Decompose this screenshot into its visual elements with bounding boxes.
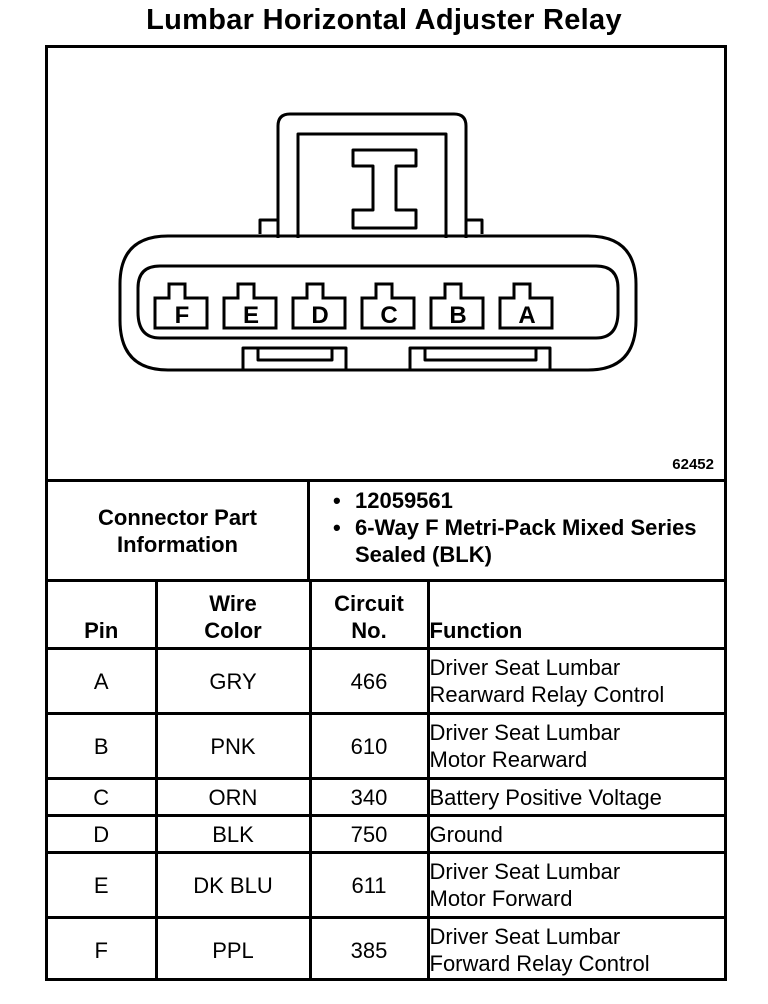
cell-circuit: 610 [308, 712, 430, 780]
cell-pin: C [48, 777, 158, 817]
pin-label-f: F [175, 302, 190, 329]
connector-body [118, 234, 638, 372]
cell-color: PNK [154, 712, 312, 780]
table-row: E DK BLU 611 Driver Seat Lumbar Motor Fo… [48, 851, 724, 919]
cell-circuit: 750 [308, 814, 430, 854]
part-info-list: 12059561 6-Way F Metri-Pack Mixed Series… [310, 482, 724, 579]
bottom-key-left [241, 346, 348, 370]
cell-circuit: 611 [308, 851, 430, 919]
pin-terminal-d [291, 282, 347, 330]
bottom-key-right [408, 346, 552, 370]
cell-color: ORN [154, 777, 312, 817]
pin-label-b: B [449, 302, 466, 329]
cell-circuit: 466 [308, 647, 430, 715]
connector-latch [276, 112, 468, 238]
part-info-label: Connector Part Information [48, 482, 310, 579]
cell-circuit: 340 [308, 777, 430, 817]
table-row: B PNK 610 Driver Seat Lumbar Motor Rearw… [48, 712, 724, 780]
part-info-label-line2: Information [117, 531, 238, 557]
table-row: A GRY 466 Driver Seat Lumbar Rearward Re… [48, 647, 724, 715]
table-row: C ORN 340 Battery Positive Voltage [48, 777, 724, 817]
cell-function: Driver Seat Lumbar Rearward Relay Contro… [426, 647, 724, 715]
cell-circuit: 385 [308, 916, 430, 981]
cell-pin: A [48, 647, 158, 715]
latch-ibeam [351, 148, 418, 230]
cell-function: Ground [426, 814, 724, 854]
page-title: Lumbar Horizontal Adjuster Relay [146, 4, 622, 36]
pin-cavity [136, 264, 620, 340]
pin-label-e: E [243, 302, 259, 329]
table-row: F PPL 385 Driver Seat Lumbar Forward Rel… [48, 916, 724, 981]
connector-part-info: Connector Part Information 12059561 6-Wa… [48, 482, 724, 582]
table-row: D BLK 750 Ground [48, 814, 724, 854]
cell-color: GRY [154, 647, 312, 715]
part-info-label-line1: Connector Part [98, 504, 257, 530]
header-function: Function [426, 582, 724, 650]
header-pin: Pin [48, 582, 158, 650]
connector-diagram: F E D C B A 62452 [48, 48, 724, 482]
pin-terminal-a [498, 282, 554, 330]
cell-pin: D [48, 814, 158, 854]
cell-pin: B [48, 712, 158, 780]
cell-pin: E [48, 851, 158, 919]
cell-color: PPL [154, 916, 312, 981]
pin-terminal-f [153, 282, 209, 330]
pin-terminal-e [222, 282, 278, 330]
pin-label-c: C [380, 302, 397, 329]
pin-label-d: D [311, 302, 328, 329]
pin-table: Pin Wire Color Circuit No. Function A GR… [48, 582, 724, 981]
pin-label-a: A [518, 302, 535, 329]
cell-color: DK BLU [154, 851, 312, 919]
cell-function: Driver Seat Lumbar Forward Relay Control [426, 916, 724, 981]
cell-function: Battery Positive Voltage [426, 777, 724, 817]
pin-terminal-b [429, 282, 485, 330]
header-wire-color: Wire Color [154, 582, 312, 650]
header-circuit: Circuit No. [308, 582, 430, 650]
cell-function: Driver Seat Lumbar Motor Rearward [426, 712, 724, 780]
pin-terminal-c [360, 282, 416, 330]
connector-description: 6-Way F Metri-Pack Mixed Series Sealed (… [333, 514, 724, 568]
part-number: 12059561 [333, 487, 724, 514]
figure-number: 62452 [672, 456, 714, 473]
cell-pin: F [48, 916, 158, 981]
cell-function: Driver Seat Lumbar Motor Forward [426, 851, 724, 919]
cell-color: BLK [154, 814, 312, 854]
